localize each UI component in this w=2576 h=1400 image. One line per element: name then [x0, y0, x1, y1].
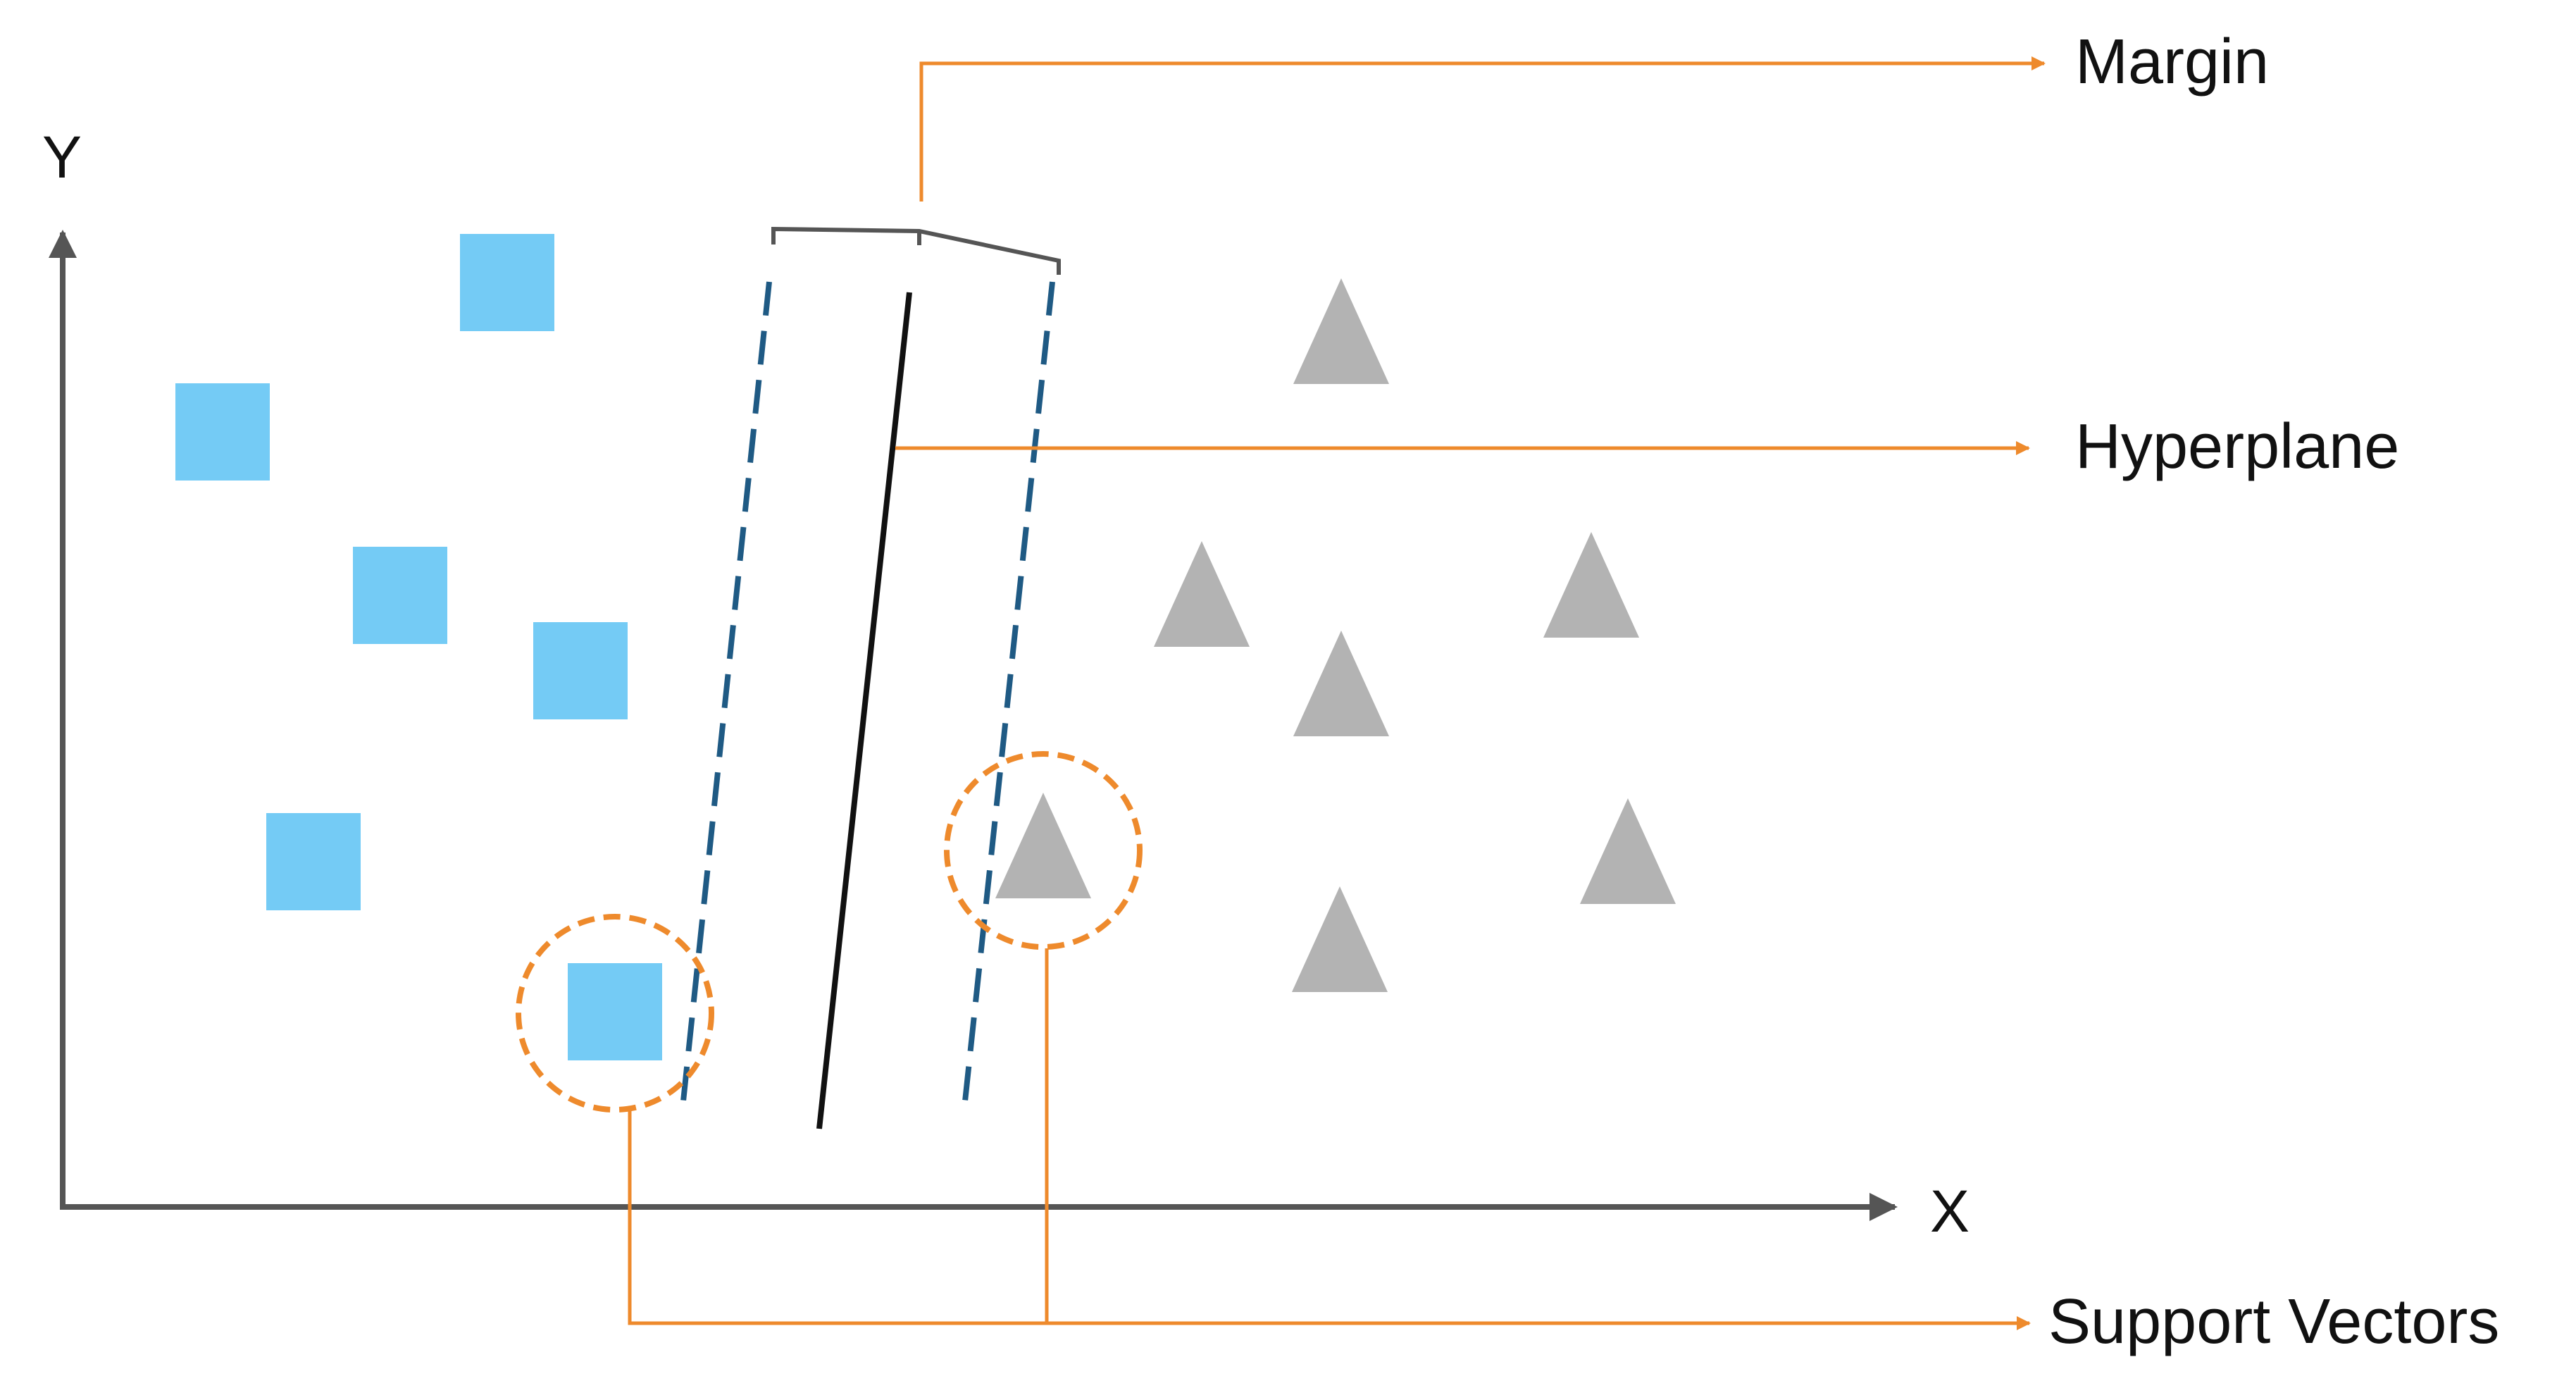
support-vectors-leader [628, 1111, 2031, 1330]
square-point [353, 547, 447, 644]
triangle-point-support-vector [995, 793, 1091, 898]
square-point [460, 234, 554, 331]
square-point [533, 622, 628, 719]
triangle-point [1580, 798, 1676, 904]
margin-boundary-left [679, 281, 772, 1115]
triangle-point [1293, 278, 1389, 384]
hyperplane-line [816, 292, 912, 1129]
annotation-lines [628, 56, 2046, 1330]
margin-boundary-right [961, 281, 1055, 1115]
margin-bracket [771, 226, 1061, 275]
margin-label: Margin [2075, 27, 2269, 97]
margin-leader [919, 56, 2046, 202]
square-point [266, 813, 361, 910]
y-axis-label: Y [42, 124, 82, 190]
support-vector-circle-square [516, 914, 714, 1113]
triangle-point [1154, 541, 1250, 647]
triangle-point [1293, 631, 1389, 736]
square-class-points [175, 234, 662, 1060]
triangle-point [1543, 532, 1639, 638]
separator-lines [679, 281, 1055, 1129]
support-vectors-label: Support Vectors [2048, 1287, 2499, 1357]
triangle-point [1292, 886, 1388, 992]
support-vector-circles [516, 751, 1143, 1113]
square-point [175, 383, 270, 481]
triangle-class-points [995, 278, 1676, 992]
support-vector-circle-triangle [944, 751, 1143, 950]
x-axis-label: X [1930, 1178, 1970, 1244]
bracket-line [771, 226, 1061, 275]
square-point-support-vector [568, 963, 662, 1060]
axes: Y X [42, 124, 1970, 1244]
annotation-labels: Margin Hyperplane Support Vectors [2048, 27, 2499, 1357]
hyperplane-label: Hyperplane [2075, 411, 2399, 482]
